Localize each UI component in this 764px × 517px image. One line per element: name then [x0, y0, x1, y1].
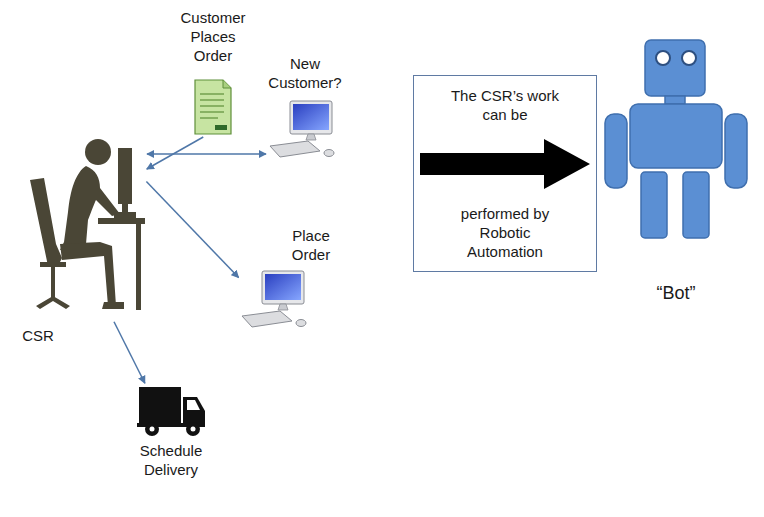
robot-node: “Bot”	[603, 36, 749, 242]
flow-arrow	[147, 137, 204, 169]
icon-label: Schedule Delivery	[127, 441, 215, 479]
document-mark	[215, 125, 227, 130]
truck-node-icon	[135, 385, 207, 437]
process-box: The CSR’s work can be performed by Roboti…	[413, 75, 597, 272]
truck-icon	[137, 387, 205, 436]
mouse	[324, 150, 334, 157]
flow-arrow	[146, 181, 238, 277]
computer-node-icon	[240, 270, 310, 330]
screen	[265, 274, 301, 300]
big-arrow-icon	[418, 138, 592, 190]
document-fold	[223, 80, 231, 88]
monitor	[290, 101, 332, 134]
screen	[293, 104, 329, 130]
monitor-stand	[278, 304, 288, 310]
robot-icon	[605, 40, 747, 238]
flow-arrow	[147, 153, 266, 155]
computer-node: New Customer?	[268, 100, 338, 160]
icon-label: “Bot”	[646, 282, 706, 304]
big-arrow	[420, 139, 590, 189]
computer-node-icon	[268, 100, 338, 160]
flow-arrow	[114, 322, 145, 383]
csr-node: CSR	[0, 120, 145, 320]
csr-node-icon	[0, 120, 145, 320]
monitor	[262, 271, 304, 304]
document-node: Customer Places Order	[193, 78, 233, 136]
robot-eye	[682, 51, 696, 65]
csr-figure	[30, 139, 145, 310]
icon-label: New Customer?	[260, 54, 350, 92]
computer-node: Place Order	[240, 270, 310, 330]
document-lines	[200, 94, 224, 118]
icon-label: CSR	[16, 326, 60, 345]
keyboard	[242, 311, 292, 327]
icon-label: Customer Places Order	[173, 8, 253, 65]
truck-node: Schedule Delivery	[135, 385, 207, 437]
document-node-icon	[193, 78, 233, 136]
mouse	[296, 320, 306, 327]
keyboard	[270, 141, 320, 157]
icon-label: Place Order	[278, 226, 344, 264]
robot-eye	[656, 51, 670, 65]
box-text: performed by Robotic Automation	[449, 204, 561, 261]
document-page	[195, 80, 231, 134]
box-text: The CSR’s work can be	[449, 86, 561, 124]
monitor-stand	[306, 134, 316, 140]
robot-node-icon	[603, 36, 749, 242]
